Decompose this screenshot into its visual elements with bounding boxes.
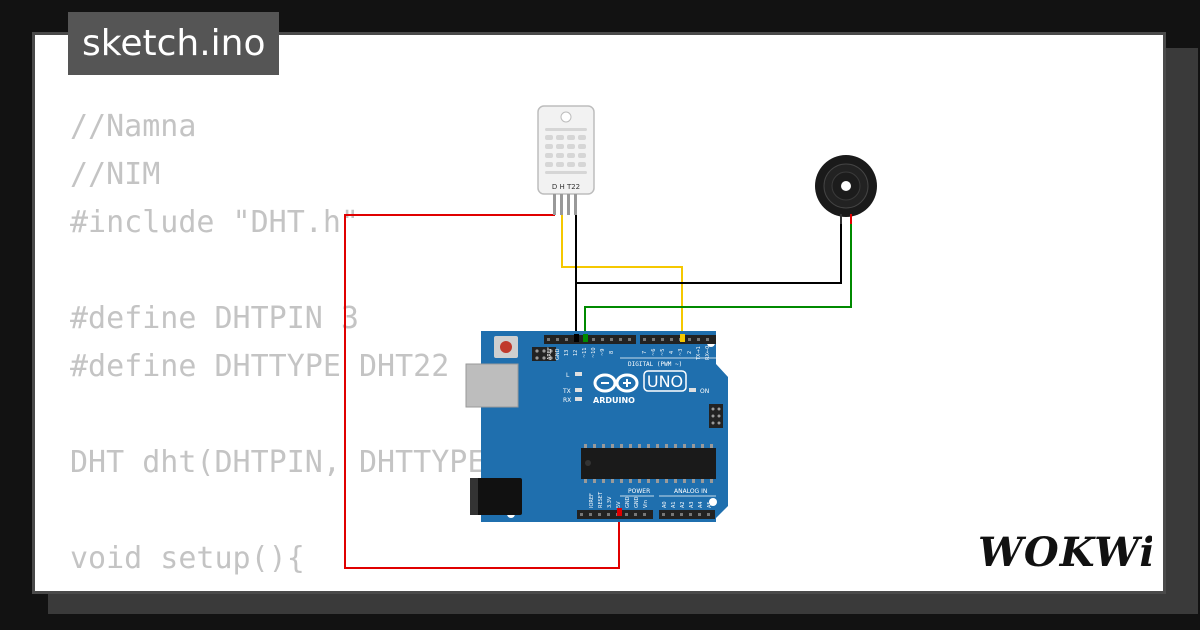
file-tab[interactable]: sketch.ino [68, 12, 280, 75]
pin-label: ~10 [591, 347, 597, 358]
code-line: #define DHTTYPE DHT22 [70, 349, 450, 384]
atmega-chip [581, 448, 716, 479]
wire-red-vcc [344, 214, 620, 569]
power-label: POWER [628, 488, 650, 495]
sensor-label: D H T22 [552, 183, 580, 191]
pin-label: A0 [662, 501, 668, 508]
pin-label: A1 [671, 501, 677, 508]
pin-label: 4 [669, 351, 675, 354]
pin-label: A2 [680, 501, 686, 508]
led-l-label: L [566, 372, 570, 379]
pin-label: RESET [598, 491, 604, 508]
pin-label: 7 [642, 351, 648, 354]
pin-label: RX←0 [705, 346, 711, 360]
pin-label: 3.3V [607, 496, 613, 508]
wire-green-signal [584, 222, 852, 340]
preview-card: //Namna //NIM #include "DHT.h" #define DHT… [32, 32, 1166, 594]
code-line: Serial.begin(115200); [70, 583, 522, 591]
code-line: //NIM [70, 157, 161, 192]
wire-yellow-data [561, 215, 683, 340]
code-line: #define DHTPIN 3 [70, 301, 359, 336]
arduino-logo-icon [593, 373, 639, 393]
pin-label: 2 [687, 351, 693, 354]
led-on-label: ON [700, 388, 709, 395]
code-line: //Namna [70, 109, 197, 144]
pin-label: ~5 [660, 349, 666, 356]
pin-label: Vin [643, 500, 649, 508]
pin-label: A3 [689, 501, 695, 508]
pin-label: ~6 [651, 349, 657, 356]
wokwi-logo: WOKWi [978, 529, 1152, 576]
wire-black-gnd-buzzer [576, 222, 842, 284]
code-line: #include "DHT.h" [70, 205, 359, 240]
wokwi-logo-text: WOKWi [978, 529, 1152, 576]
pin-label: 8 [609, 351, 615, 354]
board-brand: ARDUINO [593, 396, 635, 405]
pin-label: TX→1 [696, 346, 702, 361]
pin-label: IOREF [589, 493, 595, 508]
dht22-sensor[interactable]: D H T22 [537, 105, 595, 215]
pin-label: A5 [707, 501, 713, 508]
led-rx-label: RX [563, 397, 571, 404]
usb-connector [465, 363, 519, 408]
pin-label: AREF [547, 347, 553, 360]
analog-label: ANALOG IN [674, 488, 707, 495]
power-jack [470, 478, 522, 515]
buzzer[interactable] [815, 155, 877, 224]
pin-label: GND [555, 348, 561, 360]
board-model: UNO [647, 372, 683, 391]
digital-label: DIGITAL (PWM ~) [628, 361, 682, 368]
pin-label: 13 [564, 350, 570, 356]
pin-label: 5V [616, 501, 622, 508]
arduino-uno-board[interactable]: AREF GND 13 12 ~11 ~10 ~9 8 7 ~6 ~5 4 ~3… [465, 331, 728, 522]
pin-label: GND [625, 496, 631, 508]
pin-label: ~3 [678, 349, 684, 356]
pin-label: A4 [698, 501, 704, 508]
led-tx-label: TX [562, 388, 571, 395]
pin-label: GND [634, 496, 640, 508]
code-line: void setup(){ [70, 541, 305, 576]
pin-label: ~9 [600, 349, 606, 356]
pin-label: 12 [573, 350, 579, 356]
pin-label: ~11 [582, 347, 588, 358]
